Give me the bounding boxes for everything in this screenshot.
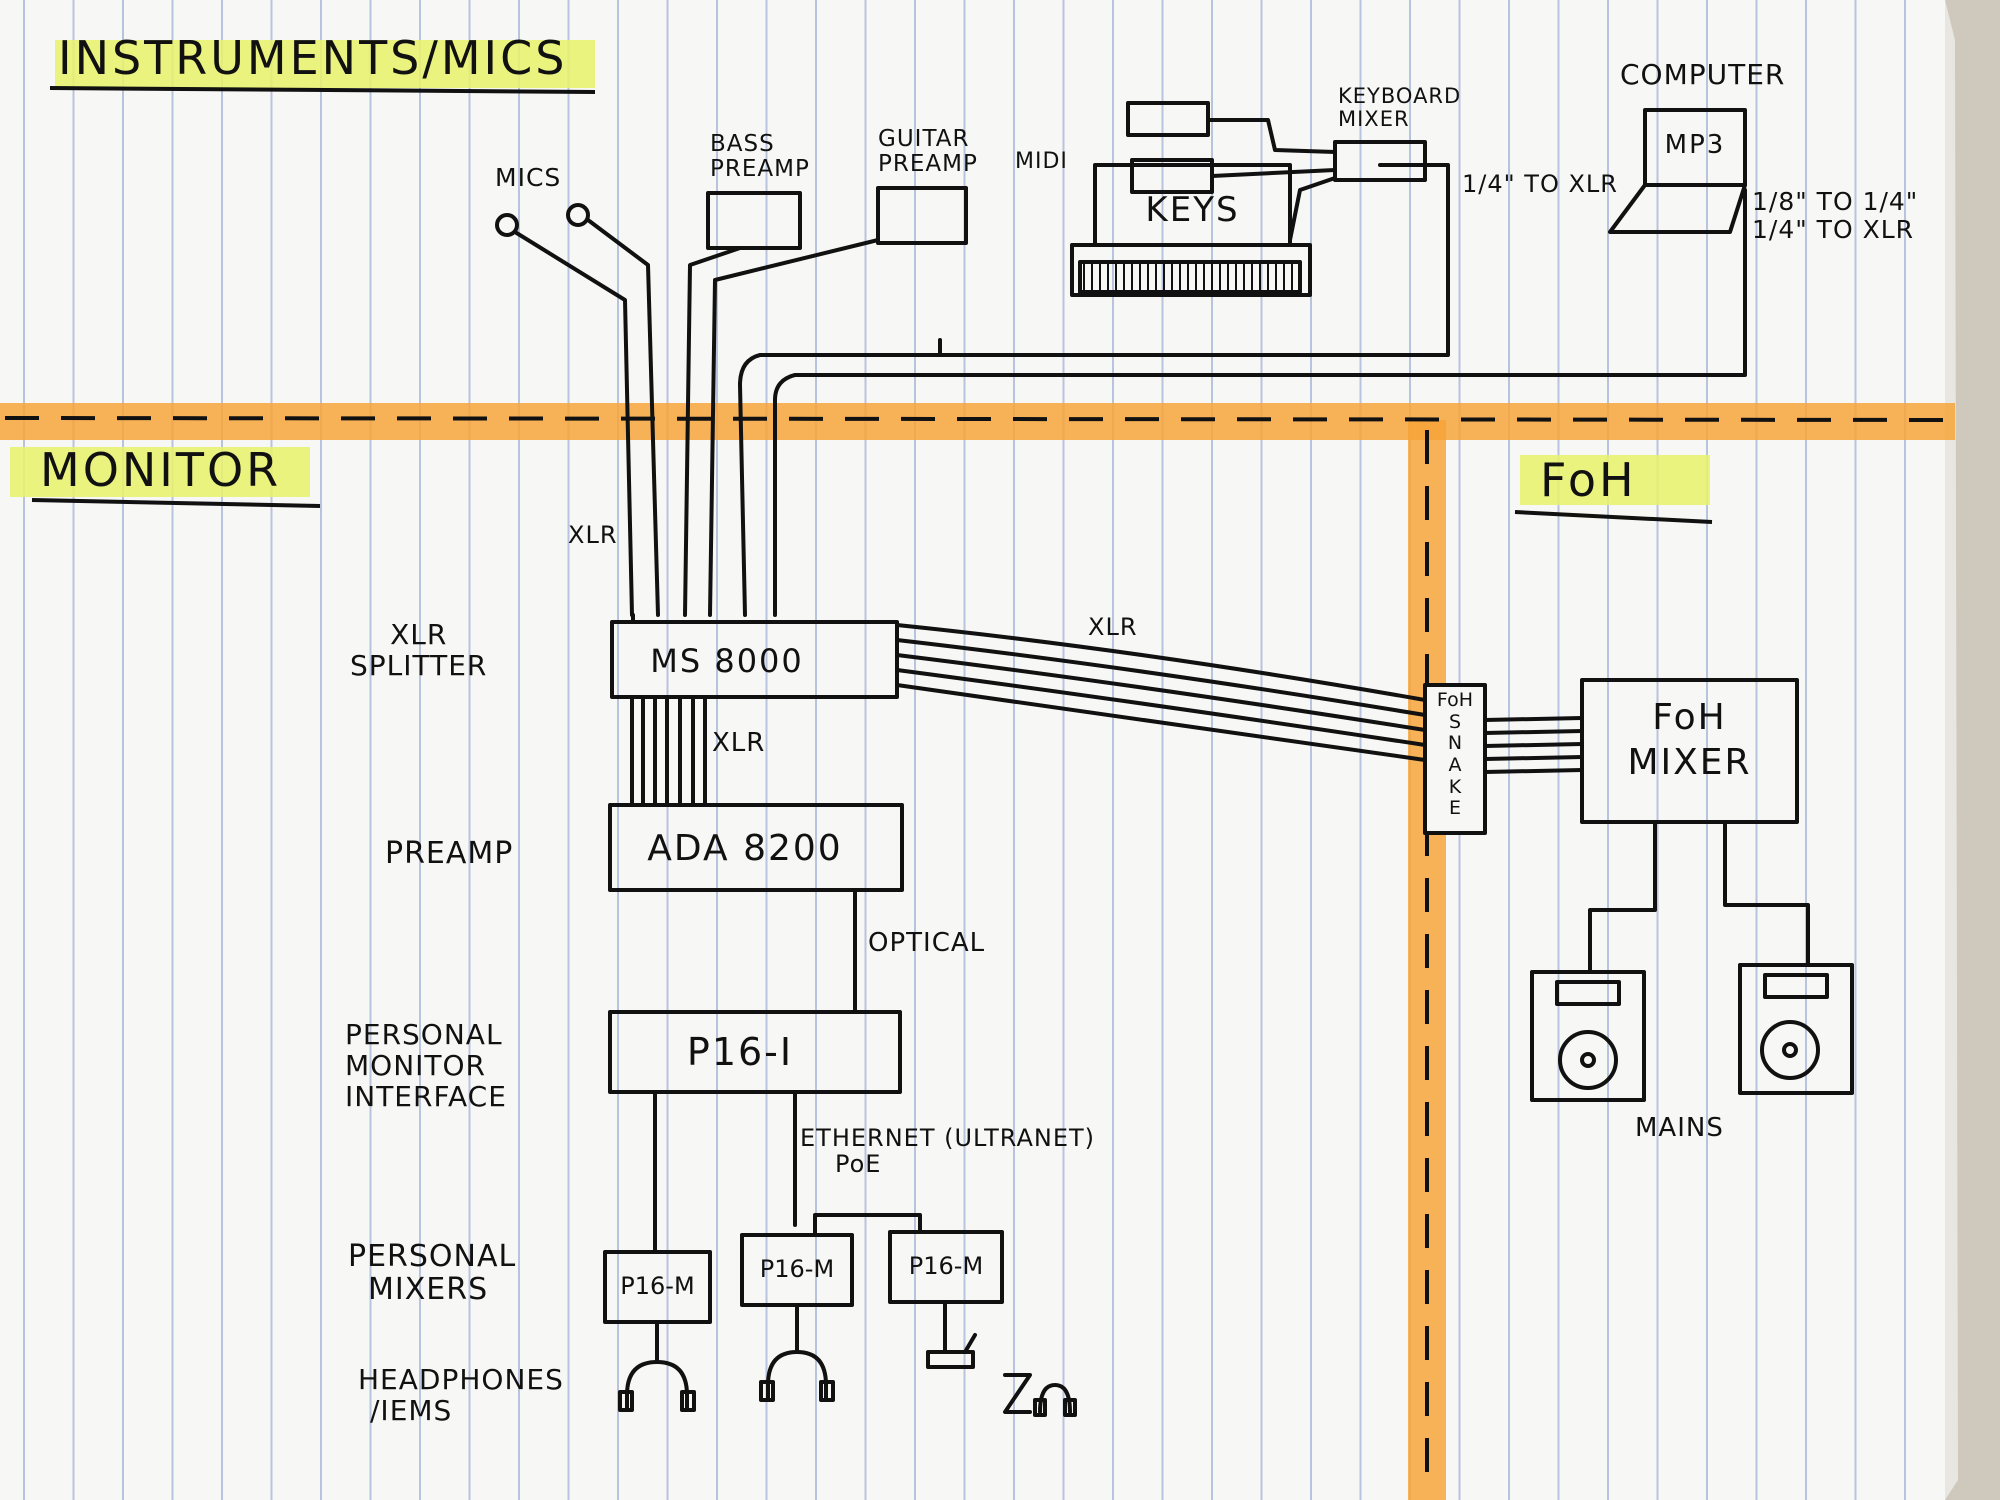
optical-label: OPTICAL [868, 928, 986, 958]
underline-foh [1514, 510, 1713, 524]
snake-box [1423, 683, 1487, 835]
paper-right-edge [1945, 0, 1958, 1500]
mixer-3-label: P16-M [908, 1252, 984, 1280]
mixer-2-label: P16-M [759, 1255, 835, 1283]
section-title-monitor: MONITOR [40, 443, 282, 497]
computer-label: COMPUTER [1620, 58, 1786, 91]
bass-preamp-cable [683, 246, 742, 617]
keyboard-keys [1078, 260, 1302, 294]
highlight-monitor [10, 447, 310, 497]
interface-box [608, 1010, 902, 1094]
foh-mixer-box [1580, 678, 1799, 824]
keys-adapter-label: 1/4" TO XLR [1462, 170, 1618, 198]
preamp-box-label: ADA 8200 [647, 828, 843, 869]
highlight-instruments [55, 40, 595, 88]
keys-cable [738, 163, 1450, 617]
splitter-preamp-cables [630, 695, 707, 807]
main-right-speaker [1738, 963, 1854, 1095]
mic-1-icon [495, 213, 519, 237]
ethernet-cable-3 [813, 1213, 922, 1237]
computer-adapters-label: 1/8" TO 1/4"1/4" TO XLR [1752, 187, 1919, 244]
main-left-cable [1588, 820, 1657, 974]
snake-to-mixer-cables [1483, 716, 1584, 774]
mains-label: MAINS [1635, 1113, 1724, 1143]
headphones-label: HEADPHONES/IEMS [358, 1363, 564, 1427]
main-right-horn [1763, 973, 1829, 999]
main-right-cable [1723, 820, 1810, 967]
headphones-1-icon [618, 1360, 696, 1412]
keyboard-base [1070, 243, 1312, 297]
xlr-top-label: XLR [568, 521, 618, 549]
underline-monitor [31, 498, 321, 508]
keys-label: KEYS [1145, 190, 1240, 230]
underline-instruments [49, 86, 596, 94]
main-right-woofer [1760, 1020, 1820, 1080]
keyboard-mixer-box [1333, 140, 1427, 182]
iem-transmitter [926, 1350, 975, 1369]
mics-label: MICS [495, 163, 562, 192]
section-title-foh: FoH [1540, 453, 1637, 507]
mic-2-cable [586, 218, 660, 617]
midi-label: MIDI [1015, 149, 1068, 174]
guitar-preamp-cable [708, 238, 880, 617]
main-left-horn [1555, 980, 1621, 1006]
mic-1-cable [513, 230, 634, 617]
ruled-lines [0, 0, 1945, 1500]
bass-preamp-box [706, 191, 802, 250]
xlr-snake-label: XLR [1088, 613, 1138, 641]
headphones-2-icon [759, 1350, 835, 1402]
main-left-woofer [1558, 1030, 1618, 1090]
splitter-box [610, 620, 899, 699]
computer-keyboard [1608, 183, 1747, 234]
section-title-instruments: INSTRUMENTS/MICS [58, 31, 568, 85]
main-left-dustcap [1580, 1052, 1596, 1068]
iem-receiver-icon [1003, 1373, 1077, 1417]
xlr-mid-label: XLR [712, 728, 766, 758]
preamp-label: PREAMP [385, 836, 514, 871]
interface-box-label: P16-I [686, 1030, 794, 1074]
iem-antenna [963, 1333, 977, 1354]
splitter-box-label: MS 8000 [650, 642, 804, 680]
ethernet-label: ETHERNET (ULTRANET)PoE [800, 1124, 1096, 1179]
dashed-horizontal [4, 416, 1956, 422]
computer-cable [773, 188, 1747, 617]
midi-cable-2 [1210, 168, 1337, 178]
mp3-label: MP3 [1664, 130, 1726, 160]
midi-cable-1 [1206, 118, 1337, 154]
guitar-preamp-box [876, 186, 968, 245]
main-left-speaker [1530, 970, 1646, 1102]
computer-screen [1643, 108, 1747, 187]
preamp-box [608, 803, 904, 892]
main-right-dustcap [1782, 1042, 1798, 1058]
keys-to-mixer [1288, 176, 1337, 242]
highlight-foh [1520, 455, 1710, 505]
mic-2-icon [566, 203, 590, 227]
mixer-1-label: P16-M [620, 1272, 695, 1300]
foh-xlr-snake [895, 623, 1427, 762]
